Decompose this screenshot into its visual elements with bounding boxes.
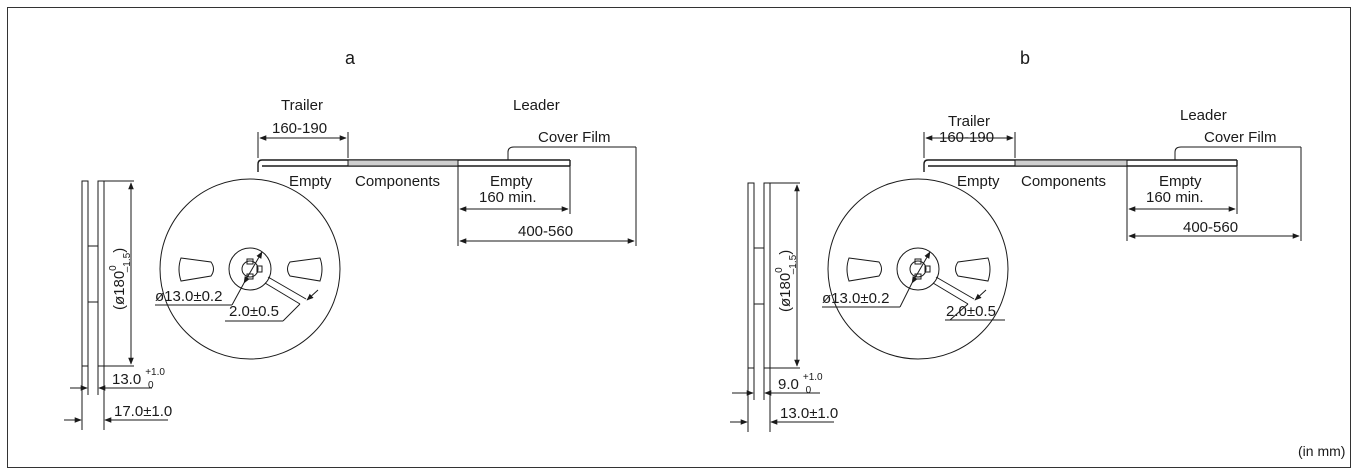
tape-b-cover-film <box>1174 146 1301 160</box>
units-note: (in mm) <box>1298 443 1346 459</box>
tape-a-cover-film <box>507 146 636 160</box>
tape-a-components-label: Components <box>355 173 440 190</box>
reel-a-window-right <box>287 257 323 282</box>
tape-b-trailer-length: 160-190 <box>939 129 994 146</box>
tape-a-leader-length: 400-560 <box>518 223 573 240</box>
tape-a-cover-film-label: Cover Film <box>538 129 611 146</box>
tape-a-empty-left: Empty <box>289 173 332 190</box>
tape-a-trailer-length: 160-190 <box>272 120 327 137</box>
reel-b-diameter-dim: (ø1800–1.5) <box>774 250 799 312</box>
tape-b-empty-right: Empty <box>1159 173 1202 190</box>
reel-b-outer-width: 13.0±1.0 <box>780 405 838 422</box>
reel-a-hub <box>228 247 272 291</box>
reel-b-window-right <box>955 257 991 282</box>
tape-a: Trailer 160-190 Leader Cover Film Empty … <box>257 97 637 246</box>
reel-a-window-left <box>178 257 214 282</box>
svg-text:(ø1800–1.5): (ø1800–1.5) <box>108 248 133 310</box>
tape-b-cover-film-label: Cover Film <box>1204 129 1277 146</box>
reel-a-slot-width: 2.0±0.5 <box>229 303 279 320</box>
tape-b-empty-min: 160 min. <box>1146 189 1204 206</box>
panel-b-label: b <box>1020 48 1030 68</box>
reel-b-front-view: ø13.0±0.2 2.0±0.5 <box>822 178 1009 360</box>
tape-b-trailer-label: Trailer <box>948 113 990 130</box>
reel-b-hub <box>896 247 940 291</box>
reel-a-diameter-dim: (ø1800–1.5) <box>108 248 133 310</box>
tape-a-trailer-label: Trailer <box>281 97 323 114</box>
svg-text:(ø1800–1.5): (ø1800–1.5) <box>774 250 799 312</box>
tape-b-leader-label: Leader <box>1180 107 1227 124</box>
reel-a-front-view: ø13.0±0.2 2.0±0.5 <box>155 178 341 360</box>
tape-b-components-section <box>1014 159 1128 167</box>
tape-a-empty-min: 160 min. <box>479 189 537 206</box>
reel-a-hub-diameter: ø13.0±0.2 <box>155 288 222 305</box>
tape-a-leader-label: Leader <box>513 97 560 114</box>
tape-b-leader-length: 400-560 <box>1183 219 1238 236</box>
tape-b-components-label: Components <box>1021 173 1106 190</box>
reel-b-slot-width: 2.0±0.5 <box>946 303 996 320</box>
panel-a-label: a <box>345 48 356 68</box>
tape-a-empty-right: Empty <box>490 173 533 190</box>
reel-b-hub-diameter: ø13.0±0.2 <box>822 290 889 307</box>
tape-a-components-section <box>347 159 459 167</box>
tape-b: Trailer 160-190 Leader Cover Film Empty … <box>923 107 1302 241</box>
reel-a-outer-width: 17.0±1.0 <box>114 403 172 420</box>
tape-b-empty-left: Empty <box>957 173 1000 190</box>
reel-b-window-left <box>846 257 882 282</box>
